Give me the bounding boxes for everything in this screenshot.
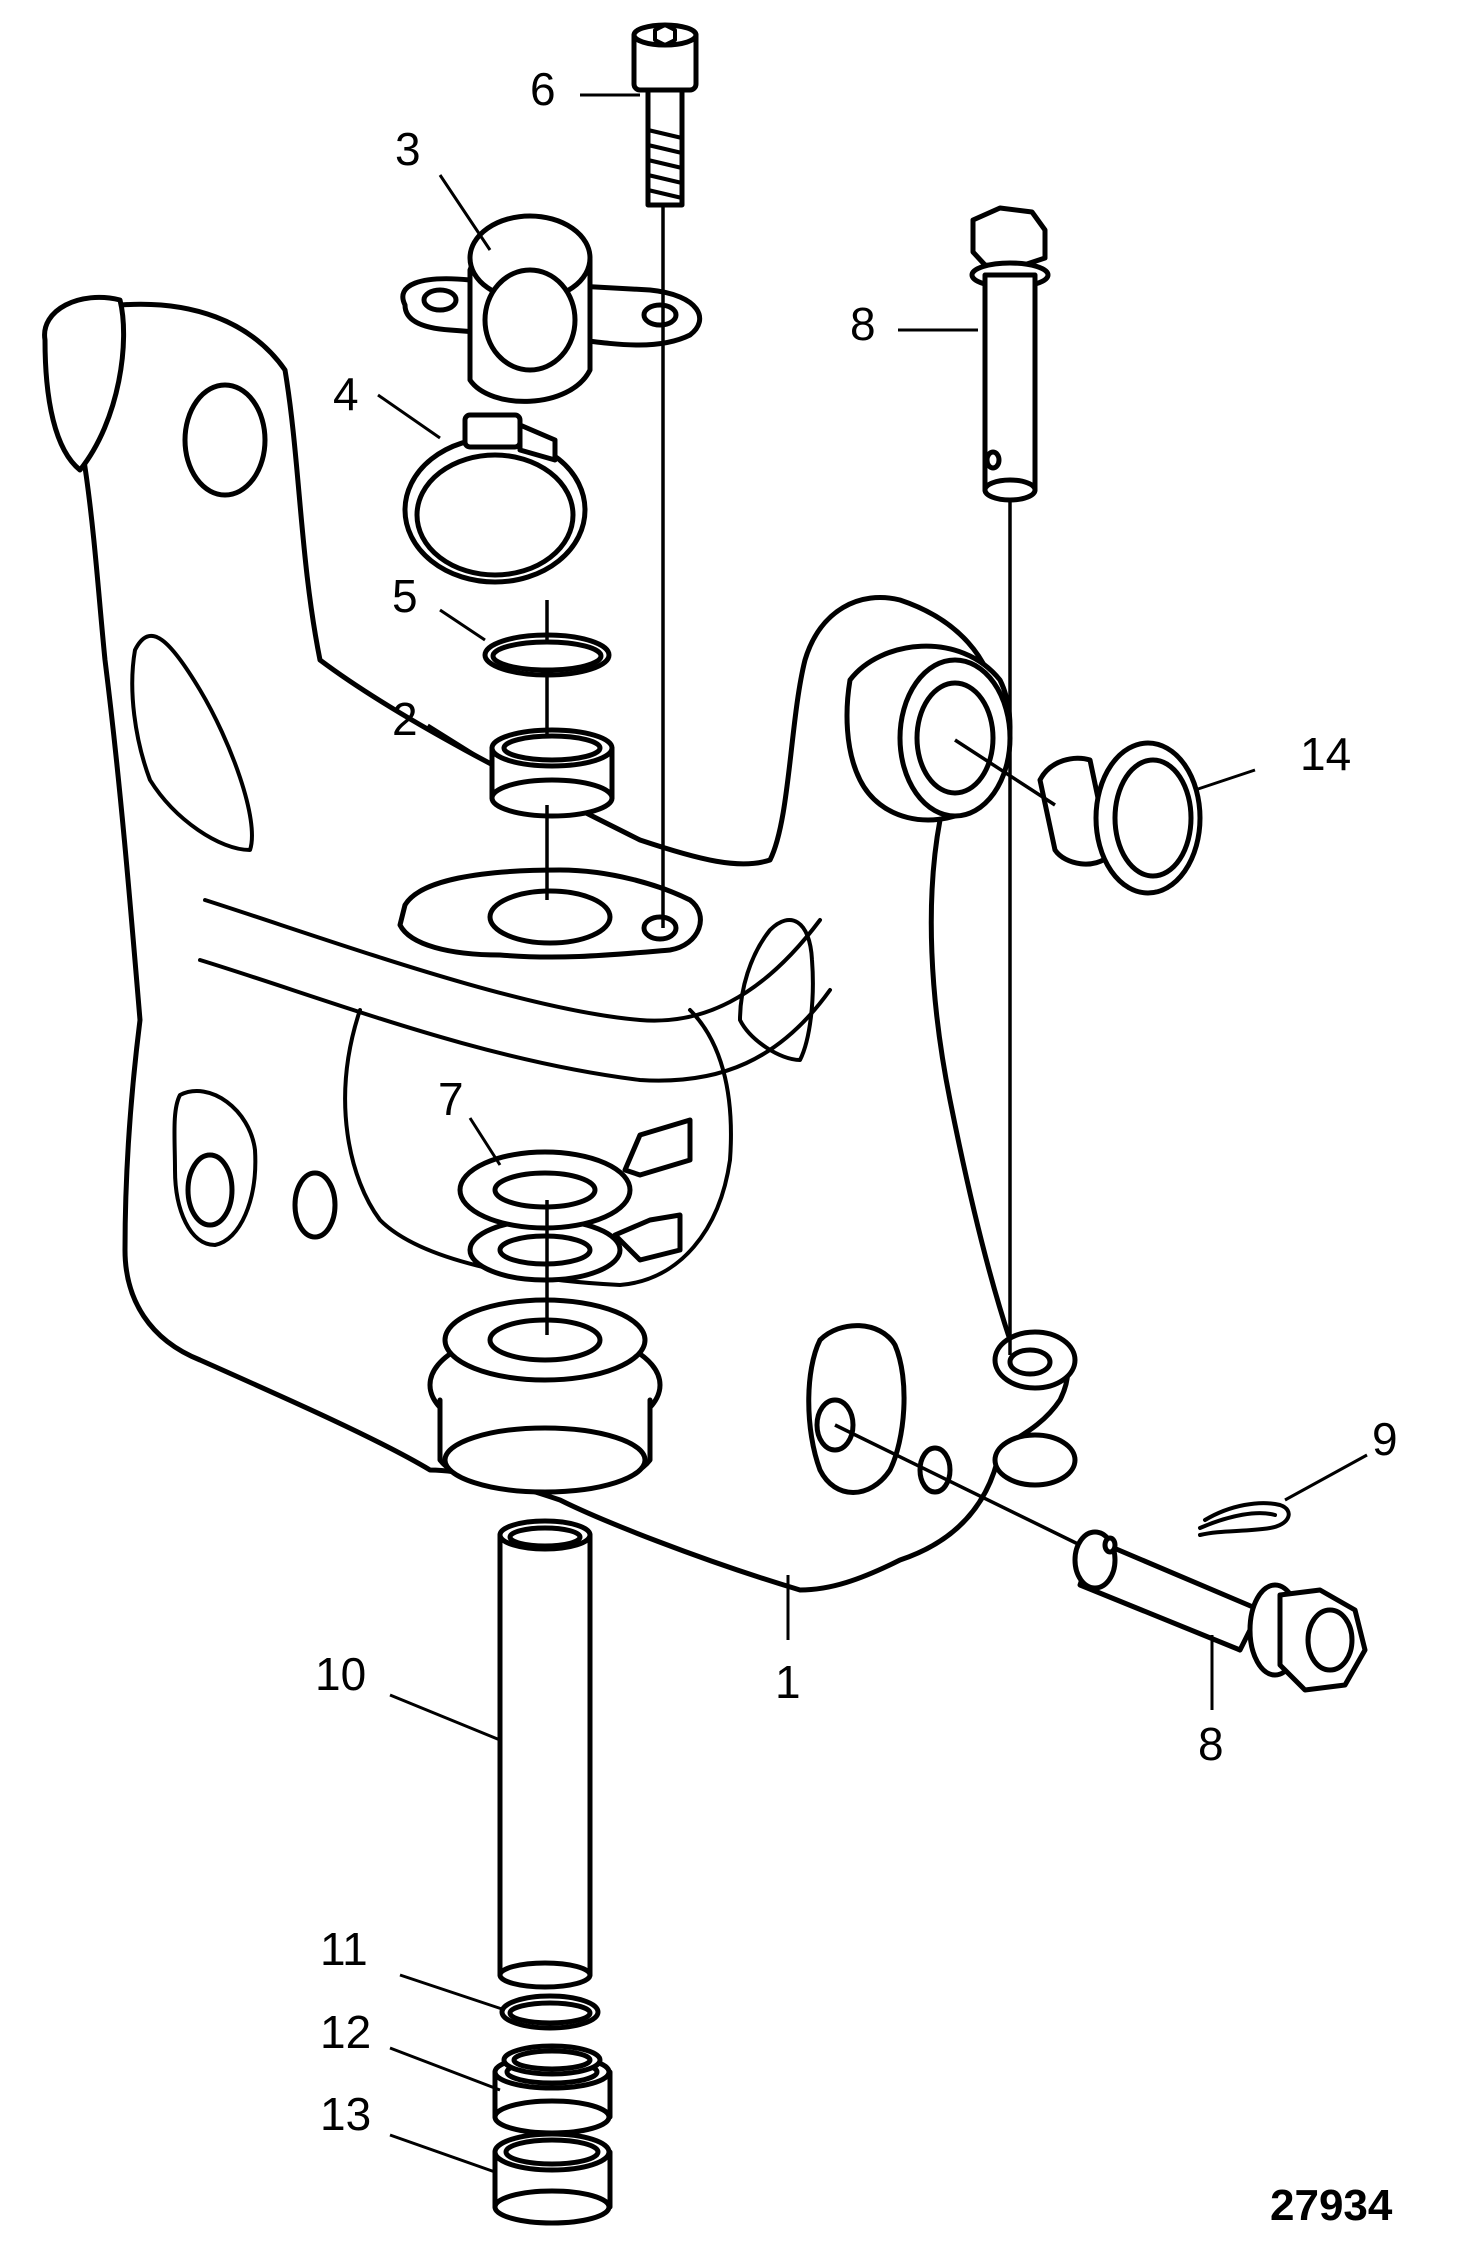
callout-4: 4	[333, 368, 359, 420]
callout-5: 5	[392, 570, 418, 622]
bushing-part-13	[492, 2131, 613, 2226]
callout-7: 7	[438, 1073, 464, 1125]
bushing-part-12	[492, 2043, 613, 2136]
assembly-axes	[545, 205, 1081, 1547]
callout-13: 13	[320, 2088, 371, 2140]
callout-9: 9	[1372, 1413, 1398, 1465]
callout-11: 11	[320, 1923, 368, 1975]
bolt-part-8-bottom	[1072, 1529, 1368, 1693]
callout-2: 2	[392, 693, 418, 745]
bushing-part-2	[489, 727, 615, 819]
leader-lines	[377, 93, 1368, 2174]
callout-10: 10	[315, 1648, 366, 1700]
callout-12: 12	[320, 2006, 371, 2058]
tube-part-10	[497, 1518, 593, 1990]
screw-part-6	[631, 22, 699, 208]
pipe-flange-part-3	[400, 213, 702, 404]
callout-3: 3	[395, 123, 421, 175]
callout-6: 6	[530, 63, 556, 115]
plug-part-14	[1037, 740, 1203, 896]
cotter-pin-part-9	[1198, 1501, 1291, 1537]
callout-8-top: 8	[850, 298, 876, 350]
bolt-part-8-top	[969, 205, 1051, 503]
o-ring-part-11	[499, 1993, 601, 2031]
figure-number: 27934	[1270, 2181, 1393, 2230]
hose-clamp-part-4	[402, 412, 588, 585]
callout-8-bottom: 8	[1198, 1718, 1224, 1770]
callout-1: 1	[775, 1656, 801, 1708]
callout-labels: 6 3 4 5 2 7 8 14 9 1 8 10 11 12 13	[315, 63, 1398, 2140]
o-ring-part-5	[482, 632, 612, 678]
callout-14: 14	[1300, 728, 1351, 780]
tab-washer-part-7	[442, 1117, 693, 1383]
